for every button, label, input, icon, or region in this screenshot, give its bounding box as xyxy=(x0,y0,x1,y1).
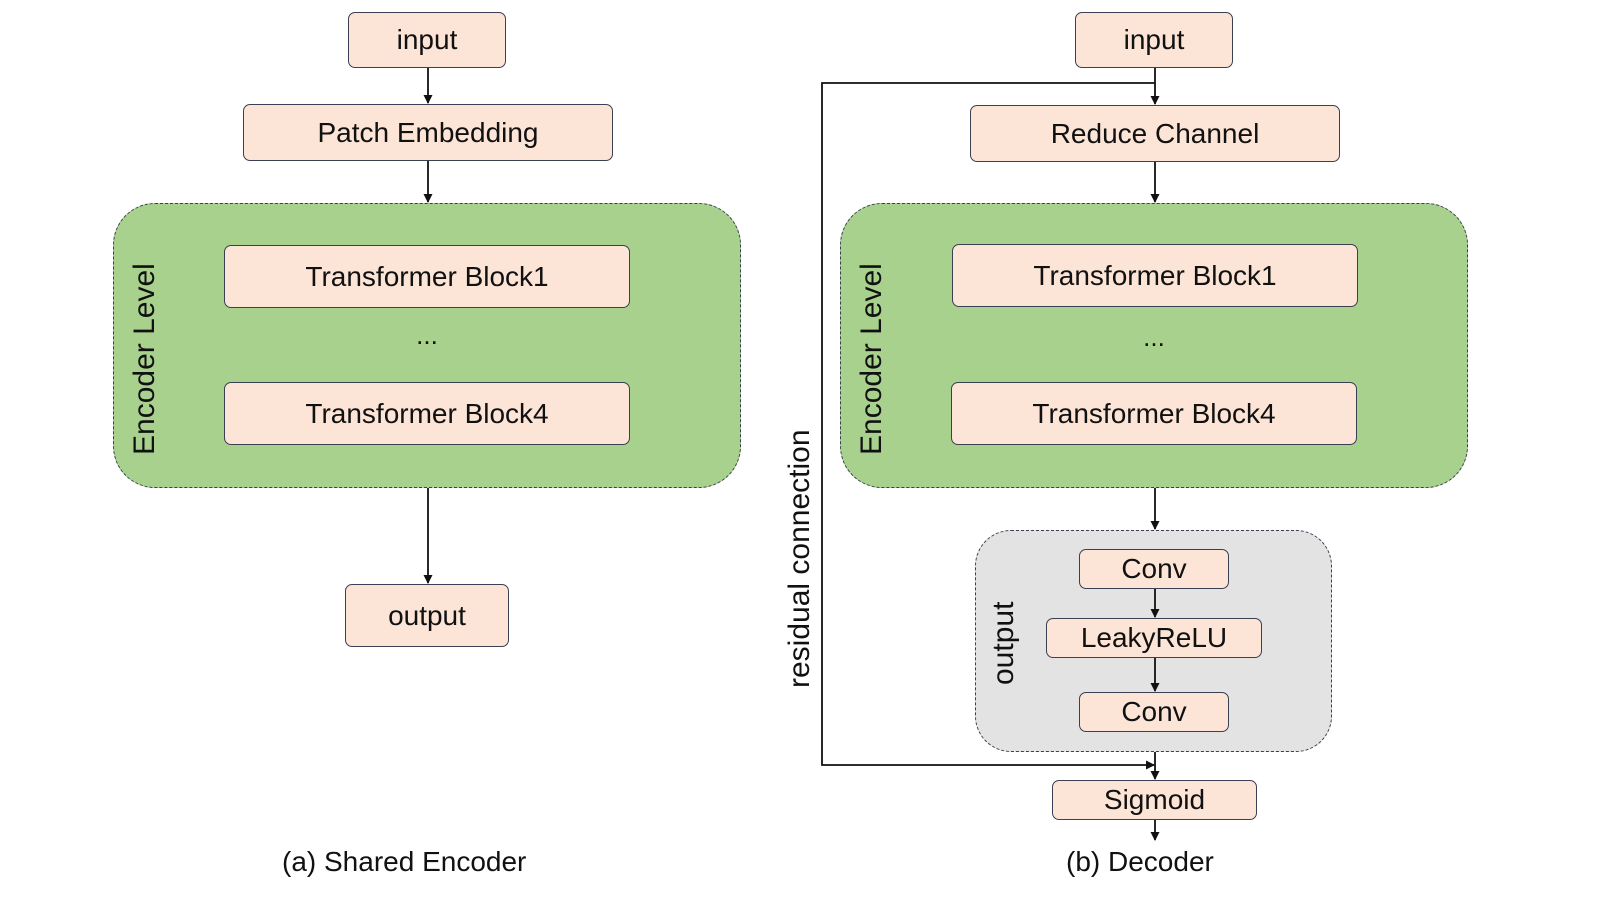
patch-embedding-node: Patch Embedding xyxy=(243,104,613,161)
encoder-output-node: output xyxy=(345,584,509,647)
conv2-node: Conv xyxy=(1079,692,1229,732)
encoder-input-node: input xyxy=(348,12,506,68)
decoder-transformer-block4-node: Transformer Block4 xyxy=(951,382,1357,445)
decoder-transformer-block1-node: Transformer Block1 xyxy=(952,244,1358,307)
reduce-channel-node: Reduce Channel xyxy=(970,105,1340,162)
encoder-ellipsis: ... xyxy=(416,320,438,350)
sigmoid-node: Sigmoid xyxy=(1052,780,1257,820)
residual-connection-line xyxy=(821,82,1155,770)
decoder-caption: (b) Decoder xyxy=(1066,846,1214,877)
conv1-node: Conv xyxy=(1079,549,1229,589)
leaky-relu-node: LeakyReLU xyxy=(1046,618,1262,658)
encoder-transformer-block4-node: Transformer Block4 xyxy=(224,382,630,445)
encoder-transformer-block1-node: Transformer Block1 xyxy=(224,245,630,308)
decoder-input-node: input xyxy=(1075,12,1233,68)
decoder-ellipsis: ... xyxy=(1143,322,1165,352)
encoder-caption: (a) Shared Encoder xyxy=(282,846,527,877)
